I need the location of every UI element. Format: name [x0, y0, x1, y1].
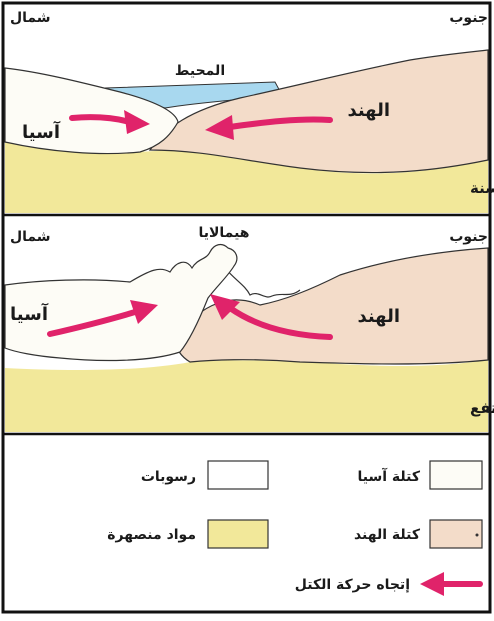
caption-1: ① منذ ١٠٠ مليون سنة — [470, 179, 494, 197]
legend-swatch-asia — [430, 461, 482, 489]
south-label-2: جنوب — [449, 229, 488, 245]
himalaya-label: هيمالايا — [198, 225, 249, 241]
south-label-1: جنوب — [449, 10, 488, 26]
caption-2: ② لا تزال جبال هيمالايا ترتفع — [470, 399, 494, 417]
legend-label-molten: مواد منصهرة — [107, 527, 196, 543]
asia-label-1: آسيا — [22, 120, 61, 143]
north-label-1: شمال — [10, 10, 51, 26]
legend-label-india: كتلة الهند — [354, 527, 421, 543]
legend-swatch-molten — [208, 520, 268, 548]
legend-swatch-india-dot — [476, 534, 479, 537]
molten-layer-2 — [5, 360, 488, 432]
legend-label-asia: كتلة آسيا — [358, 467, 421, 485]
india-label-1: الهند — [347, 100, 390, 121]
legend-label-movement: إتجاه حركة الكتل — [295, 577, 410, 593]
ocean-label: المحيط — [175, 63, 225, 79]
legend-label-sediments: رسوبات — [141, 469, 196, 485]
india-label-2: الهند — [357, 306, 400, 327]
asia-label-2: آسيا — [10, 302, 49, 325]
legend-swatch-sediments — [208, 461, 268, 489]
north-label-2: شمال — [10, 229, 51, 245]
legend-swatch-india — [430, 520, 482, 548]
